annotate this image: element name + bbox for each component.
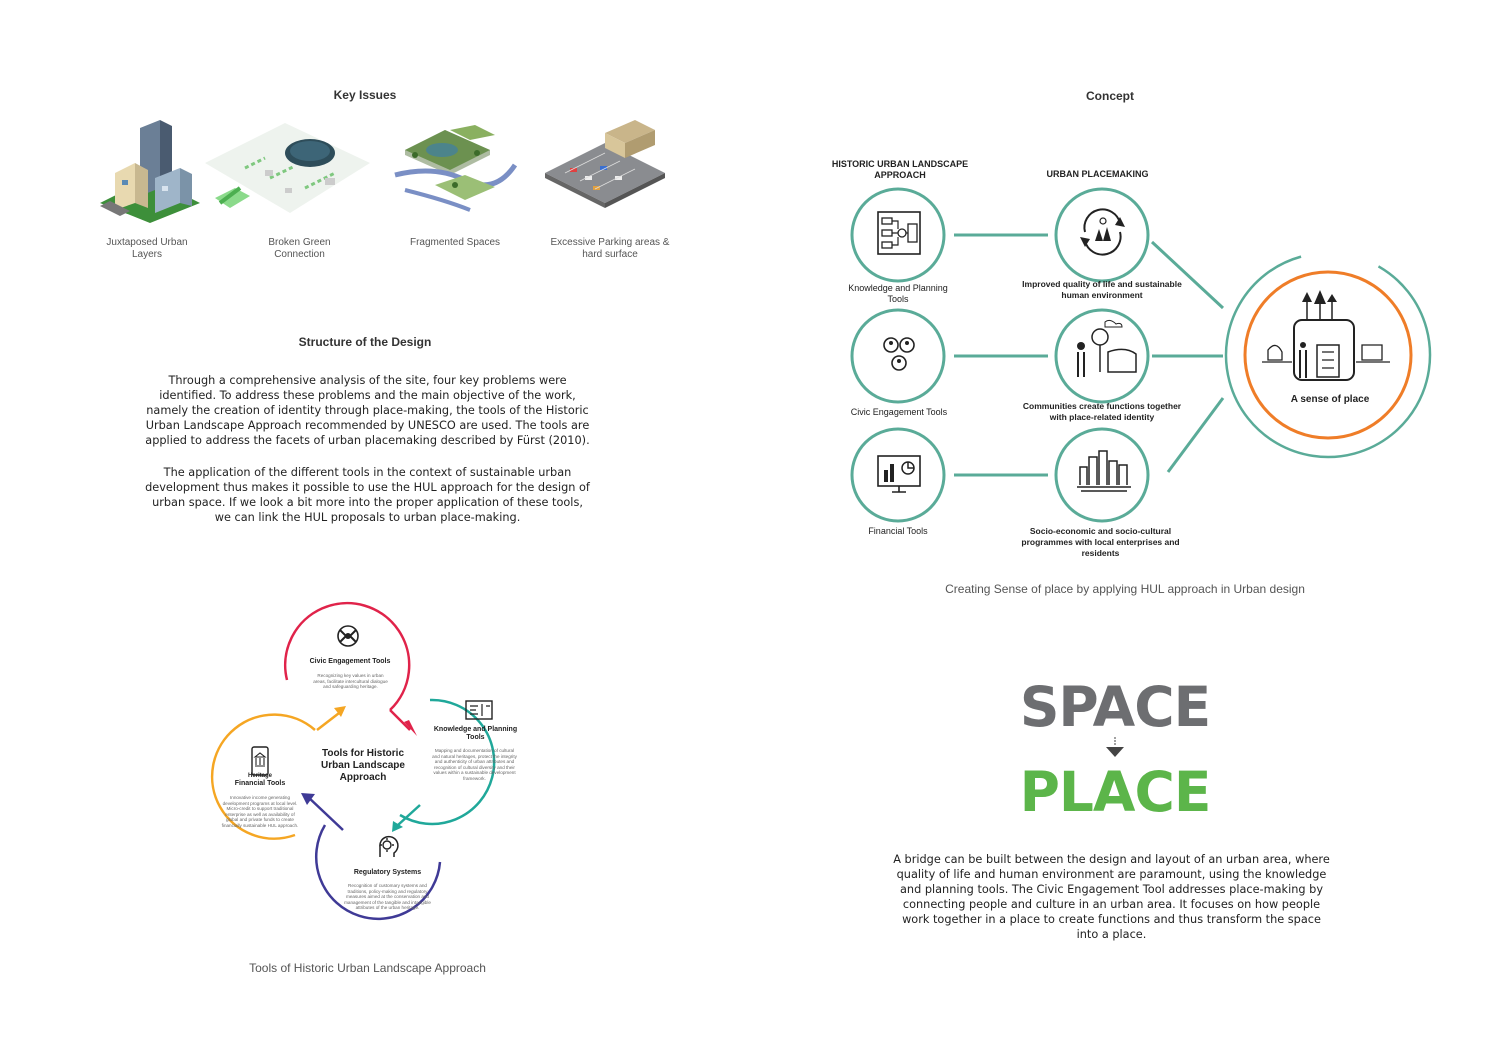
sense-of-place-icon: [1262, 290, 1390, 381]
tools-center-title: Tools for Historic Urban Landscape Appro…: [321, 748, 405, 783]
petal-sub-financial: Heritage: [247, 773, 272, 779]
petal-title-regulatory: Regulatory Systems: [353, 869, 422, 876]
place-word: PLACE: [1019, 760, 1212, 824]
tools-diagram-rings: [210, 601, 496, 921]
concept-caption: Creating Sense of place by applying HUL …: [945, 582, 1305, 596]
issue-label-parking: Excessive Parking areas & hard surface: [550, 237, 670, 260]
petal-title-civic: Civic Engagement Tools: [309, 658, 391, 665]
gear-head-icon: [379, 835, 399, 857]
right-label-communities: Communities create functions together wi…: [1022, 401, 1182, 422]
down-arrow-icon: [1106, 737, 1124, 757]
petal-title-financial: Financial Tools: [234, 780, 286, 787]
petal-text-regulatory: Recognition of customary systems and tra…: [344, 883, 431, 911]
tools-caption: Tools of Historic Urban Landscape Approa…: [249, 961, 486, 975]
dashboard-chart-icon: [877, 455, 921, 493]
recycle-trees-icon: [1080, 208, 1125, 256]
petal-title-knowledge: Knowledge and Planning Tools: [433, 726, 518, 741]
structure-paragraph-1: Through a comprehensive analysis of the …: [145, 374, 590, 447]
petal-text-financial: Innovative income generating development…: [221, 795, 299, 828]
key-issues-title: Key Issues: [333, 88, 397, 102]
structure-paragraph-2: The application of the different tools i…: [145, 466, 590, 524]
placemaking-heading: URBAN PLACEMAKING: [1046, 169, 1149, 179]
people-network-icon: [883, 337, 915, 371]
petal-text-civic: Recognizing key values in urban areas, f…: [313, 673, 388, 690]
community-bench-icon: [1077, 319, 1137, 377]
handshake-circle-icon: [337, 625, 359, 647]
sense-of-place-label: A sense of place: [1290, 394, 1370, 405]
petal-text-knowledge: Mapping and documentation of cultural an…: [432, 748, 517, 781]
blueprint-icon: [465, 700, 493, 720]
parking-illustration: [545, 120, 665, 208]
flowchart-icon: [877, 211, 921, 255]
space-place-paragraph: A bridge can be built between the design…: [893, 853, 1330, 941]
broken-green-illustration: [205, 123, 370, 213]
right-label-quality: Improved quality of life and sustainable…: [1022, 279, 1182, 300]
left-label-knowledge: Knowledge and Planning Tools: [848, 283, 948, 304]
hul-heading: HISTORIC URBAN LANDSCAPE APPROACH: [831, 159, 969, 180]
fragmented-spaces-illustration: [394, 125, 518, 212]
city-skyline-icon: [1077, 450, 1131, 492]
issue-label-fragmented: Fragmented Spaces: [409, 237, 501, 248]
concept-diagram: [850, 187, 1432, 523]
issue-label-juxtaposed: Juxtaposed Urban Layers: [106, 237, 188, 260]
left-label-civic: Civic Engagement Tools: [850, 407, 948, 417]
issue-label-broken-green: Broken Green Connection: [268, 237, 331, 260]
structure-title: Structure of the Design: [298, 335, 432, 349]
space-word: SPACE: [1019, 675, 1211, 739]
right-label-programmes: Socio-economic and socio-cultural progra…: [1021, 526, 1180, 558]
left-label-financial: Financial Tools: [868, 526, 928, 536]
bank-phone-icon: [251, 746, 269, 776]
juxtaposed-layers-illustration: [100, 120, 200, 223]
concept-title: Concept: [1086, 89, 1134, 103]
